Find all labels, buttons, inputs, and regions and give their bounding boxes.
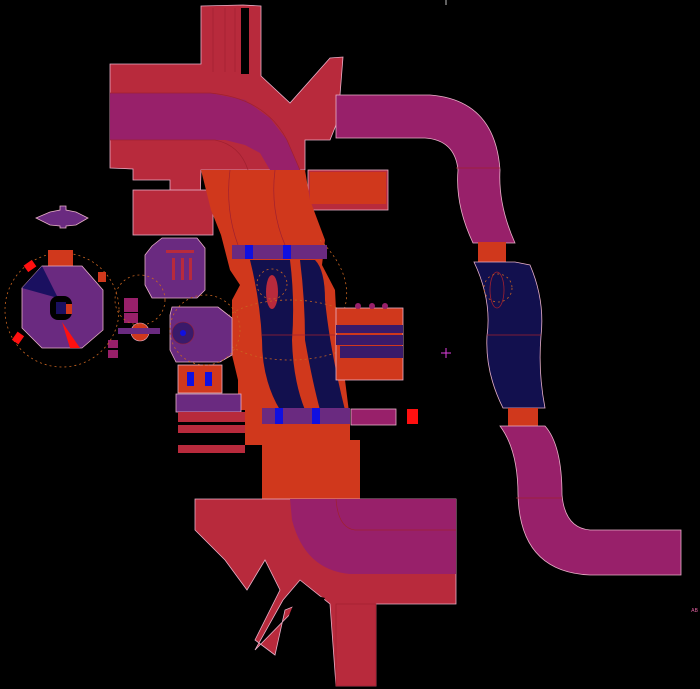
east-curved-corridor-south [499,425,682,576]
red-key-marker[interactable] [407,409,418,424]
central-bridge-hall [201,169,403,500]
west-hub-octagon [4,250,120,368]
west-annex [132,189,214,236]
corner-label: AB [691,608,698,614]
east-bridge-capsule [489,271,505,309]
east-doorway-south[interactable] [508,408,538,426]
north-gap [241,8,249,74]
west-cluster [108,237,245,453]
small-winged-room [35,205,89,229]
south-plaza [194,498,457,687]
east-curved-corridor-north [335,94,516,244]
east-small-room [350,408,397,426]
player-marker [441,348,451,358]
east-doorway-north[interactable] [478,242,506,262]
